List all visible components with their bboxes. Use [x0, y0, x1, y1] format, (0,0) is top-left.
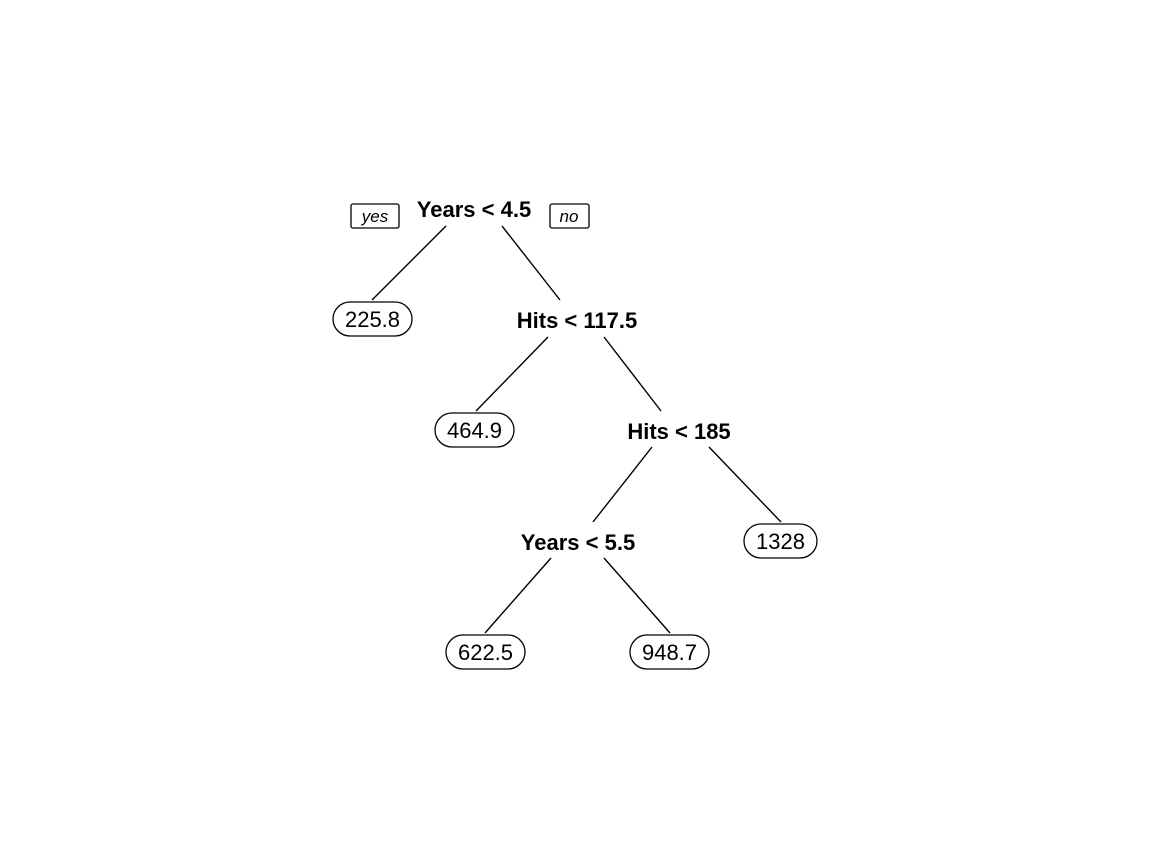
no-label: no [549, 203, 590, 229]
leaf-node-1328: 1328 [743, 523, 818, 559]
split-node-hits-117-5: Hits < 117.5 [517, 308, 637, 333]
yes-label: yes [350, 203, 400, 229]
edge-hits-185-to-1328 [708, 446, 782, 523]
split-node-years-4-5: Years < 4.5 [417, 197, 531, 222]
split-node-hits-185: Hits < 185 [627, 419, 730, 444]
leaf-value: 464.9 [447, 418, 502, 443]
edge-root-to-hits-117-5 [501, 225, 561, 301]
edge-root-to-225-8 [371, 225, 447, 301]
split-node-years-5-5: Years < 5.5 [521, 530, 635, 555]
edge-hits-117-5-to-464-9 [475, 336, 549, 412]
leaf-node-622-5: 622.5 [445, 634, 526, 670]
leaf-value: 1328 [756, 529, 805, 554]
leaf-value: 948.7 [642, 640, 697, 665]
leaf-node-948-7: 948.7 [629, 634, 710, 670]
no-label-text: no [560, 207, 579, 226]
edge-years-5-5-to-948-7 [603, 557, 671, 634]
edge-years-5-5-to-622-5 [484, 557, 552, 634]
leaf-value: 225.8 [345, 307, 400, 332]
tree-edges [371, 225, 782, 634]
yes-label-text: yes [361, 207, 389, 226]
edge-hits-185-to-years-5-5 [592, 446, 653, 523]
edge-hits-117-5-to-hits-185 [603, 336, 662, 412]
leaf-node-464-9: 464.9 [434, 412, 515, 448]
leaf-value: 622.5 [458, 640, 513, 665]
leaf-node-225-8: 225.8 [332, 301, 413, 337]
